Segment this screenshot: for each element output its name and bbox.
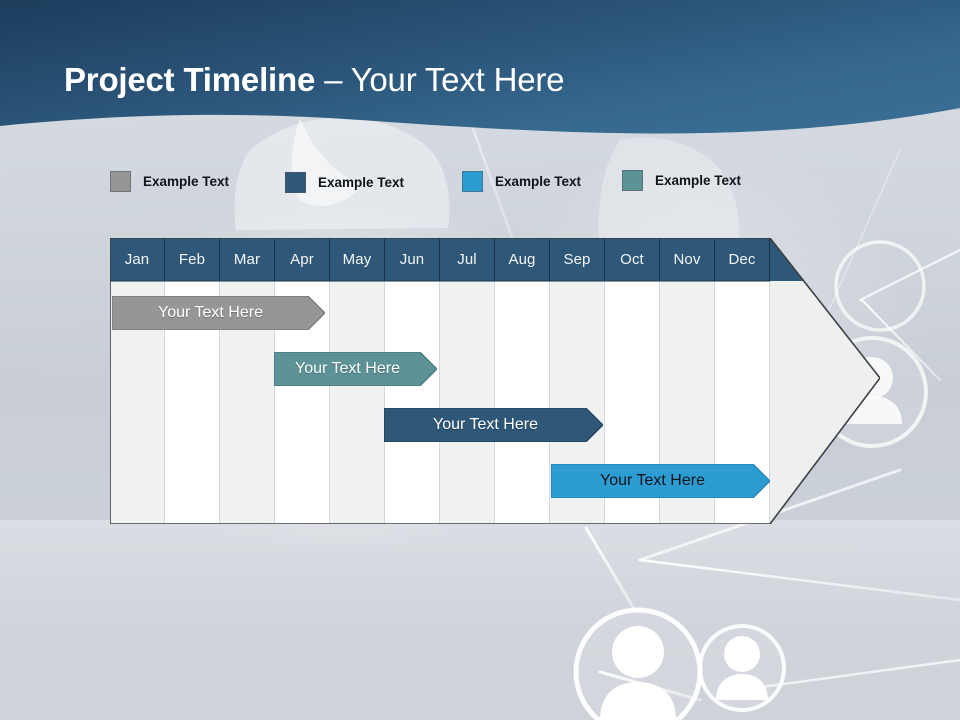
task-bar-4[interactable]: Your Text Here [551, 464, 770, 498]
header-banner: Project Timeline – Your Text Here [0, 0, 960, 142]
month-header-oct[interactable]: Oct [605, 238, 660, 281]
timeline-chart: Jan Feb Mar Apr May Jun Jul Aug Sep Oct … [110, 238, 880, 524]
legend-swatch-gray [110, 171, 131, 192]
legend-item-1[interactable]: Example Text [110, 171, 229, 192]
page-title-strong: Project Timeline [64, 61, 316, 98]
month-header-may[interactable]: May [330, 238, 385, 281]
task-bar-4-label: Your Text Here [600, 472, 705, 489]
month-header-jun[interactable]: Jun [385, 238, 440, 281]
grid-column-jul [440, 281, 495, 524]
task-bar-2[interactable]: Your Text Here [274, 352, 437, 386]
grid-column-may [330, 281, 385, 524]
legend-label-2: Example Text [318, 175, 405, 190]
month-header-row: Jan Feb Mar Apr May Jun Jul Aug Sep Oct … [110, 238, 880, 281]
legend-label-3: Example Text [495, 174, 582, 189]
legend-swatch-teal [622, 170, 643, 191]
grid-column-aug [495, 281, 550, 524]
person-node-icon [698, 624, 786, 712]
month-header-feb[interactable]: Feb [165, 238, 220, 281]
month-header-sep[interactable]: Sep [550, 238, 605, 281]
task-bar-1[interactable]: Your Text Here [112, 296, 325, 330]
legend-swatch-navy [285, 172, 306, 193]
page-title-light: Your Text Here [350, 61, 565, 98]
month-header-apr[interactable]: Apr [275, 238, 330, 281]
legend-label-4: Example Text [655, 173, 742, 188]
task-bar-3-label: Your Text Here [433, 416, 538, 433]
task-bar-1-label: Your Text Here [158, 304, 263, 321]
legend-item-3[interactable]: Example Text [462, 171, 581, 192]
legend-swatch-blue [462, 171, 483, 192]
month-header-dec[interactable]: Dec [715, 238, 770, 281]
background-reflection [0, 520, 960, 720]
legend-item-2[interactable]: Example Text [285, 172, 404, 193]
month-header-jan[interactable]: Jan [110, 238, 165, 281]
month-header-aug[interactable]: Aug [495, 238, 550, 281]
person-node-icon [573, 607, 703, 720]
grid-column-jun [385, 281, 440, 524]
month-header-mar[interactable]: Mar [220, 238, 275, 281]
legend-label-1: Example Text [143, 174, 230, 189]
task-bar-2-label: Your Text Here [295, 360, 400, 377]
legend-item-4[interactable]: Example Text [622, 170, 741, 191]
page-title: Project Timeline – Your Text Here [64, 58, 564, 102]
page-title-separator: – [315, 61, 351, 98]
task-bar-3[interactable]: Your Text Here [384, 408, 603, 442]
month-header-nov[interactable]: Nov [660, 238, 715, 281]
month-header-jul[interactable]: Jul [440, 238, 495, 281]
